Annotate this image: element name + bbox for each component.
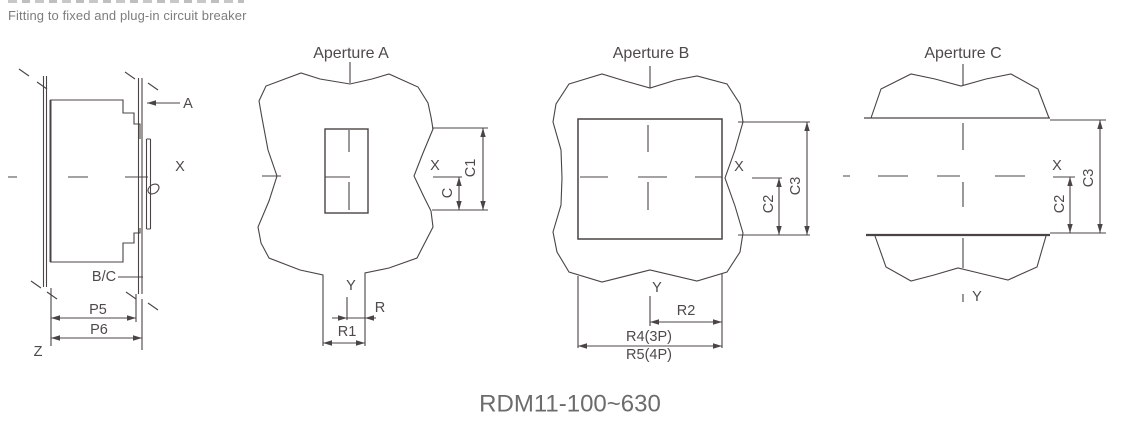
clipped-text-remnant — [8, 0, 244, 3]
arrowhead — [650, 319, 659, 325]
side-view-extension-lines — [50, 288, 143, 350]
arrowhead — [480, 201, 486, 210]
aperture-b-inner-cutout — [577, 118, 723, 240]
aperture-b-view — [552, 66, 810, 348]
arrowhead — [338, 315, 347, 321]
arrowhead — [578, 343, 587, 349]
label-c3-c: C3 — [1081, 169, 1097, 188]
label-y-aperture-a: Y — [346, 278, 356, 294]
arrowhead — [456, 177, 462, 186]
aperture-a-inner-cutout — [324, 128, 369, 214]
aperture-b-outline — [552, 73, 744, 283]
label-y-aperture-b: Y — [652, 280, 662, 296]
label-r2: R2 — [677, 303, 696, 319]
aperture-c-view — [843, 64, 1106, 302]
label-y-aperture-c: Y — [972, 289, 982, 305]
arrowhead — [1097, 120, 1103, 129]
breaker-body-top-steps — [50, 99, 141, 139]
aperture-c-dim-extensions — [1050, 119, 1106, 234]
arrowhead — [804, 122, 810, 131]
label-c: C — [440, 188, 456, 198]
arrowhead — [51, 335, 60, 341]
label-r1: R1 — [338, 324, 357, 340]
breaker-flange-plate — [145, 138, 152, 230]
aperture-a-dim-extensions — [432, 127, 488, 211]
retaining-hook — [147, 183, 160, 195]
label-p6: P6 — [90, 322, 108, 338]
aperture-b-dim-extensions — [738, 121, 810, 236]
arrowhead — [713, 319, 722, 325]
aperture-a-title: Aperture A — [313, 45, 389, 62]
breaker-body-bottom-steps — [50, 228, 141, 263]
arrowhead — [1067, 177, 1073, 186]
side-view-right-panel — [137, 78, 143, 294]
line-art-layer — [8, 62, 1106, 350]
label-p5: P5 — [89, 302, 107, 318]
aperture-b-bottom-extensions — [577, 274, 723, 348]
side-view-left-panel — [42, 76, 48, 287]
label-c2-b: C2 — [761, 195, 777, 214]
label-a: A — [183, 96, 193, 112]
arrowhead — [356, 340, 365, 346]
arrowhead — [480, 128, 486, 137]
arrowhead — [804, 226, 810, 235]
aperture-c-title: Aperture C — [924, 45, 1001, 62]
label-x-aperture-a: X — [430, 158, 440, 174]
label-x-aperture-c: X — [1052, 158, 1062, 174]
aperture-a-axis-ticks — [262, 62, 351, 177]
arrowhead — [127, 315, 136, 321]
model-designation: RDM11-100~630 — [479, 391, 661, 418]
arrowheads-layer — [51, 100, 1103, 349]
aperture-b-crosshair — [580, 125, 722, 210]
aperture-a-outline — [257, 72, 434, 346]
arrowhead — [456, 201, 462, 210]
arrowhead — [147, 100, 156, 106]
aperture-a-view — [257, 62, 488, 346]
label-bc: B/C — [92, 269, 116, 285]
labels-layer: Aperture A Aperture B Aperture C A X B/C… — [34, 45, 1097, 363]
label-c2-c: C2 — [1052, 195, 1068, 214]
drawing-subtitle: Fitting to fixed and plug-in circuit bre… — [8, 8, 247, 23]
aperture-b-title: Aperture B — [613, 45, 689, 62]
arrowhead — [1097, 224, 1103, 233]
arrowhead — [323, 340, 332, 346]
arrowhead — [776, 226, 782, 235]
label-r: R — [375, 300, 385, 316]
panel-break-marks — [18, 68, 159, 311]
arrowhead — [713, 343, 722, 349]
arrowhead — [776, 178, 782, 187]
label-z: Z — [34, 344, 43, 360]
label-x-aperture-b: X — [734, 159, 744, 175]
label-c3-b: C3 — [788, 177, 804, 196]
arrowhead — [365, 315, 374, 321]
label-x-side: X — [175, 159, 185, 175]
arrowhead — [133, 335, 142, 341]
label-r4: R4(3P) — [626, 329, 672, 345]
arrowhead — [51, 315, 60, 321]
label-r5: R5(4P) — [626, 347, 672, 363]
label-c1: C1 — [463, 159, 479, 178]
aperture-a-inner-lines — [325, 130, 350, 210]
aperture-c-top-torn-panel — [870, 73, 1050, 119]
aperture-c-bottom-torn-panel — [874, 235, 1047, 282]
arrowhead — [1067, 224, 1073, 233]
